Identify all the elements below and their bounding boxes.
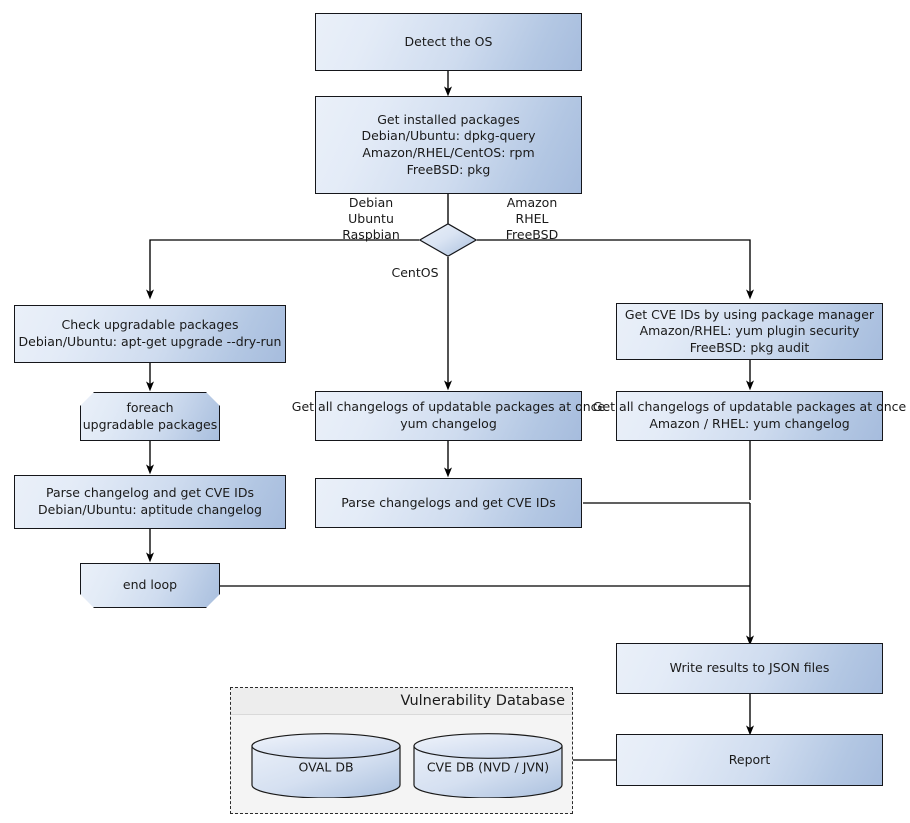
database-cve-db-label: CVE DB (NVD / JVN) (426, 759, 550, 775)
get-installed-line-4: FreeBSD: pkg (406, 161, 491, 177)
changelogs-right-line-1: Get all changelogs of updatable packages… (592, 399, 907, 415)
report-label: Report (728, 751, 771, 767)
cylinder-shape (251, 733, 401, 799)
node-end-loop[interactable]: end loop (80, 563, 220, 608)
node-os-decision[interactable] (418, 223, 478, 257)
parse-changelog-left-line-2: Debian/Ubuntu: aptitude changelog (38, 502, 262, 517)
node-get-changelogs-center[interactable]: Get all changelogs of updatable packages… (292, 391, 605, 441)
vulnerability-database-group: Vulnerability Database O (230, 687, 573, 814)
edge-label-centos: CentOS (391, 265, 439, 280)
get-installed-line-2: Debian/Ubuntu: dpkg-query (361, 128, 536, 144)
database-oval-db[interactable]: OVAL DB (251, 733, 401, 799)
parse-changelog-left-line-1: Parse changelog and get CVE IDs (46, 485, 254, 501)
foreach-line-2: upgradable packages (82, 416, 218, 432)
node-get-installed-packages[interactable]: Get installed packages Debian/Ubuntu: dp… (315, 96, 582, 194)
end-loop-label: end loop (122, 577, 178, 593)
node-get-changelogs-right[interactable]: Get all changelogs of updatable packages… (593, 391, 906, 441)
edge-label-debian: Debian Ubuntu Raspbian (342, 195, 400, 242)
check-upgradable-line-2: Debian/Ubuntu: apt-get upgrade --dry-run (18, 334, 282, 349)
node-parse-changelog-left[interactable]: Parse changelog and get CVE IDs Debian/U… (14, 475, 286, 529)
node-detect-os-label: Detect the OS (404, 33, 493, 49)
get-cve-pkgmgr-line-2: Amazon/RHEL: yum plugin security (639, 323, 860, 339)
diamond-shape (418, 223, 478, 257)
node-write-results-json[interactable]: Write results to JSON files (616, 643, 883, 694)
node-get-cve-package-manager[interactable]: Get CVE IDs by using package manager Ama… (616, 303, 883, 360)
cylinder-shape (413, 733, 563, 799)
changelogs-right-line-2: Amazon / RHEL: yum changelog (649, 416, 850, 431)
edge-label-amazon: Amazon RHEL FreeBSD (505, 195, 559, 242)
database-cve-db[interactable]: CVE DB (NVD / JVN) (413, 733, 563, 799)
node-parse-changelogs-center[interactable]: Parse changelogs and get CVE IDs (315, 478, 582, 528)
get-installed-line-3: Amazon/RHEL/CentOS: rpm (362, 145, 535, 160)
node-report[interactable]: Report (616, 734, 883, 786)
get-cve-pkgmgr-line-3: FreeBSD: pkg audit (689, 339, 810, 355)
get-cve-pkgmgr-line-1: Get CVE IDs by using package manager (624, 306, 875, 322)
get-installed-line-1: Get installed packages (377, 111, 520, 127)
node-foreach-loop-start[interactable]: foreach upgradable packages (80, 392, 220, 441)
changelogs-center-line-2: yum changelog (400, 416, 497, 431)
parse-changelogs-center-label: Parse changelogs and get CVE IDs (341, 494, 556, 510)
node-check-upgradable-packages[interactable]: Check upgradable packages Debian/Ubuntu:… (14, 305, 286, 363)
vulnerability-database-title: Vulnerability Database (231, 688, 572, 715)
database-oval-db-label: OVAL DB (298, 759, 354, 775)
check-upgradable-line-1: Check upgradable packages (61, 317, 239, 333)
write-json-label: Write results to JSON files (669, 660, 830, 676)
foreach-line-1: foreach (126, 399, 174, 415)
changelogs-center-line-1: Get all changelogs of updatable packages… (291, 399, 606, 415)
node-detect-os[interactable]: Detect the OS (315, 13, 582, 71)
